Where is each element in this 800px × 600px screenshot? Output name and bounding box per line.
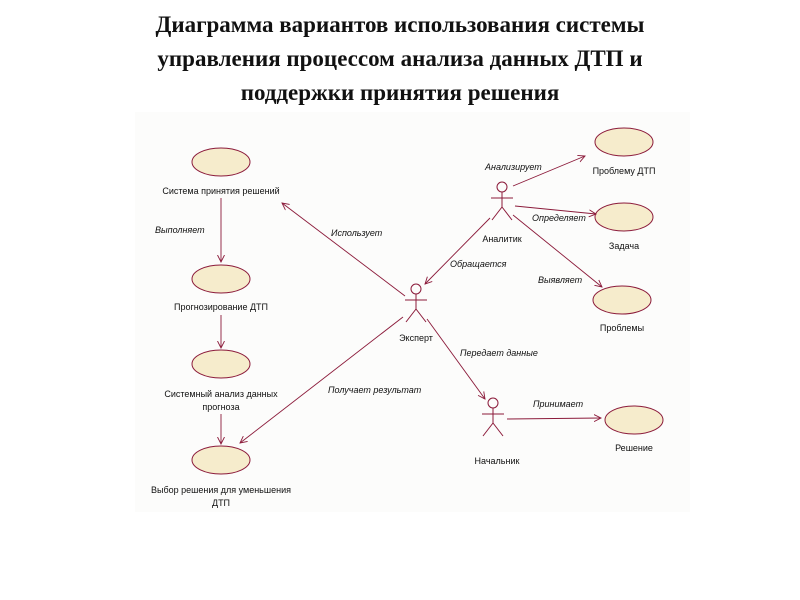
edge-determines: [514, 205, 596, 214]
edge-uses: [282, 203, 406, 297]
usecase-problems-label: Проблемы: [600, 323, 644, 333]
relation-transfers-data-label: Передает данные: [460, 348, 538, 358]
usecase-forecast: [191, 264, 251, 294]
edge-addresses: [425, 217, 491, 284]
relation-addresses-label: Обращается: [450, 259, 507, 269]
edge-transfers-data: [426, 318, 485, 399]
edge-gets-result: [240, 316, 404, 443]
relation-reveals-label: Выявляет: [538, 275, 583, 285]
relation-analyzes-label: Анализирует: [484, 162, 542, 172]
usecase-choose-solution-label-1: Выбор решения для уменьшения: [151, 485, 291, 495]
slide-title: Диаграмма вариантов использования систем…: [40, 8, 760, 110]
title-line-2: управления процессом анализа данных ДТП …: [157, 46, 643, 71]
diagram-canvas: Система принятия решений Прогнозирование…: [151, 127, 664, 508]
actor-expert-label: Эксперт: [399, 333, 433, 343]
usecase-problem-dtp: [594, 127, 654, 157]
actor-analyst-label: Аналитик: [482, 234, 521, 244]
usecase-forecast-label: Прогнозирование ДТП: [174, 302, 268, 312]
usecase-choose-solution-label-2: ДТП: [212, 498, 230, 508]
actor-boss-icon: [482, 397, 504, 437]
use-case-diagram: Система принятия решений Прогнозирование…: [135, 112, 690, 512]
title-line-3: поддержки принятия решения: [240, 80, 560, 105]
actor-boss-label: Начальник: [475, 456, 520, 466]
usecase-decision-system-label: Система принятия решений: [162, 186, 279, 196]
usecase-system-analysis-label-1: Системный анализ данных: [164, 389, 278, 399]
relation-performs-label: Выполняет: [155, 225, 205, 235]
usecase-system-analysis: [191, 349, 251, 379]
usecase-choose-solution: [191, 445, 251, 475]
title-line-1: Диаграмма вариантов использования систем…: [155, 12, 645, 37]
edge-analyzes: [512, 156, 585, 187]
relation-accepts-label: Принимает: [533, 399, 584, 409]
relation-uses-label: Использует: [331, 228, 383, 238]
usecase-decision-label: Решение: [615, 443, 653, 453]
actor-analyst-icon: [491, 181, 513, 221]
usecase-problems: [592, 285, 652, 315]
edge-accepts: [506, 418, 601, 419]
usecase-system-analysis-label-2: прогноза: [202, 402, 239, 412]
usecase-decision: [604, 405, 664, 435]
usecase-decision-system: [191, 147, 251, 177]
usecase-task: [594, 202, 654, 232]
actor-expert-icon: [405, 283, 427, 323]
relation-gets-result-label: Получает результат: [328, 385, 422, 395]
usecase-problem-dtp-label: Проблему ДТП: [593, 166, 656, 176]
usecase-task-label: Задача: [609, 241, 639, 251]
relation-determines-label: Определяет: [532, 213, 586, 223]
edge-reveals: [512, 214, 602, 287]
